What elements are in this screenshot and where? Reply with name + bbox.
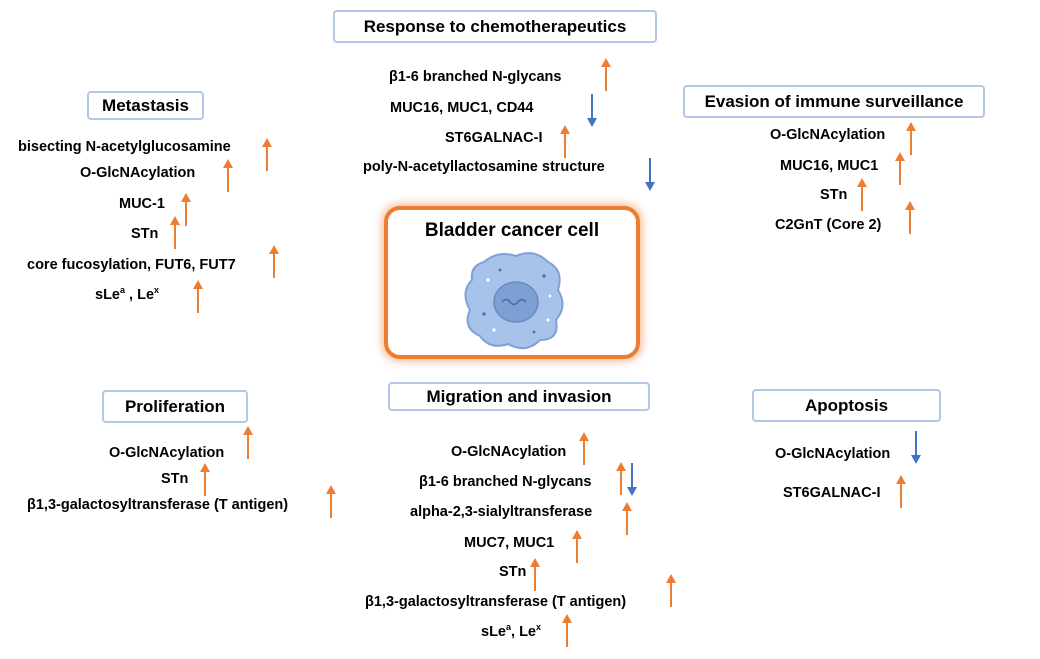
up-arrow-icon xyxy=(262,138,272,171)
chemo-item: β1-6 branched N-glycans xyxy=(389,69,562,85)
migration-item: alpha-2,3-sialyltransferase xyxy=(410,504,593,520)
up-arrow-icon xyxy=(326,485,336,518)
center-title: Bladder cancer cell xyxy=(424,220,600,241)
down-arrow-icon xyxy=(627,463,637,496)
up-arrow-icon xyxy=(562,614,572,647)
down-arrow-icon xyxy=(645,158,655,191)
proliferation-title-box: Proliferation xyxy=(102,390,248,423)
down-arrow-icon xyxy=(911,431,921,464)
proliferation-item: O-GlcNAcylation xyxy=(109,445,225,461)
proliferation-item: β1,3-galactosyltransferase (T antigen) xyxy=(27,497,289,513)
metastasis-item: sLea , Lex xyxy=(95,285,160,304)
metastasis-item: O-GlcNAcylation xyxy=(80,165,196,181)
migration-item: O-GlcNAcylation xyxy=(451,444,567,460)
apoptosis-title-box: Apoptosis xyxy=(752,389,941,422)
metastasis-item: bisecting N-acetylglucosamine xyxy=(18,139,231,155)
apoptosis-title: Apoptosis xyxy=(804,395,889,415)
immune-item: MUC16, MUC1 xyxy=(780,158,879,174)
up-arrow-icon xyxy=(572,530,582,563)
up-arrow-icon xyxy=(666,574,676,607)
up-arrow-icon xyxy=(193,280,203,313)
migration-item: β1,3-galactosyltransferase (T antigen) xyxy=(365,594,627,610)
metastasis-item: STn xyxy=(131,226,159,242)
immune-item: C2GnT (Core 2) xyxy=(775,217,882,233)
up-arrow-icon xyxy=(896,475,906,508)
down-arrow-icon xyxy=(587,94,597,127)
metastasis-item: MUC-1 xyxy=(119,196,165,212)
cancer-cell-icon xyxy=(464,252,564,350)
immune-item: O-GlcNAcylation xyxy=(770,127,886,143)
migration-item: STn xyxy=(499,564,527,580)
up-arrow-icon xyxy=(243,426,253,459)
chemo-title-box: Response to chemotherapeutics xyxy=(333,10,657,43)
metastasis-title: Metastasis xyxy=(102,95,189,115)
chemo-item: ST6GALNAC-I xyxy=(445,130,543,146)
chemo-item: poly-N-acetyllactosamine structure xyxy=(363,159,605,175)
up-arrow-icon xyxy=(601,58,611,91)
migration-title: Migration and invasion xyxy=(426,386,612,406)
up-arrow-icon xyxy=(616,462,626,495)
up-arrow-icon xyxy=(181,193,191,226)
up-arrow-icon xyxy=(579,432,589,465)
up-arrow-icon xyxy=(269,245,279,278)
chemo-item: MUC16, MUC1, CD44 xyxy=(390,100,534,116)
up-arrow-icon xyxy=(170,216,180,249)
up-arrow-icon xyxy=(895,152,905,185)
apoptosis-item: O-GlcNAcylation xyxy=(775,446,891,462)
migration-item: sLea, Lex xyxy=(481,622,542,641)
immune-item: STn xyxy=(820,187,848,203)
up-arrow-icon xyxy=(223,159,233,192)
up-arrow-icon xyxy=(905,201,915,234)
up-arrow-icon xyxy=(906,122,916,155)
chemo-title: Response to chemotherapeutics xyxy=(363,16,627,36)
center-cell-box: Bladder cancer cell xyxy=(384,206,640,359)
up-arrow-icon xyxy=(622,502,632,535)
proliferation-title: Proliferation xyxy=(124,396,226,416)
migration-item: MUC7, MUC1 xyxy=(464,535,555,551)
up-arrow-icon xyxy=(560,125,570,158)
apoptosis-item: ST6GALNAC-I xyxy=(783,485,881,501)
up-arrow-icon xyxy=(857,178,867,211)
migration-title-box: Migration and invasion xyxy=(388,382,650,411)
up-arrow-icon xyxy=(200,463,210,496)
metastasis-title-box: Metastasis xyxy=(87,91,204,120)
up-arrow-icon xyxy=(530,558,540,591)
immune-title: Evasion of immune surveillance xyxy=(704,91,964,111)
metastasis-item: core fucosylation, FUT6, FUT7 xyxy=(27,257,236,273)
proliferation-item: STn xyxy=(161,471,189,487)
immune-title-box: Evasion of immune surveillance xyxy=(683,85,985,118)
migration-item: β1-6 branched N-glycans xyxy=(419,474,592,490)
